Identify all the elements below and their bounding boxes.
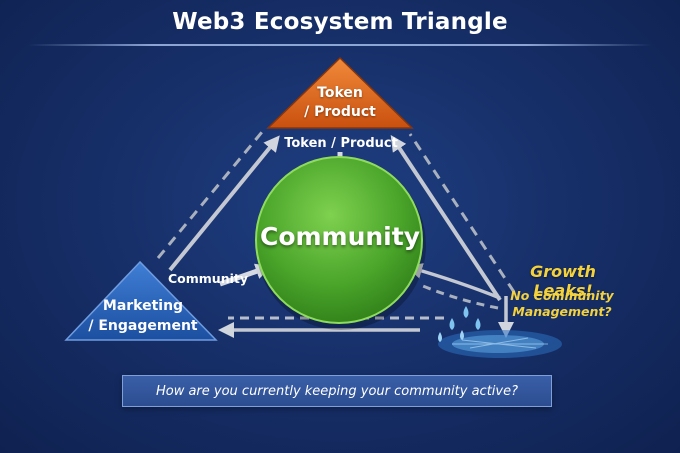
growth-leaks-title: Growth Leaks! (530, 262, 596, 300)
question-banner: How are you currently keeping your commu… (122, 375, 552, 407)
token-node-label: Token / Product (278, 84, 402, 122)
growth-leaks-subtitle: No Community Management? (510, 288, 614, 320)
diagram-title: Web3 Ecosystem Triangle (172, 9, 508, 35)
community-node-label: Community (259, 222, 421, 251)
marketing-triangle (64, 260, 218, 341)
marketing-label-line1: Marketing (102, 298, 184, 314)
edge-right-solid (390, 134, 502, 302)
edge-leak-community-1 (406, 263, 501, 300)
edge-leak-community-2 (417, 282, 499, 310)
community-circle (255, 156, 423, 324)
question-text: How are you currently keeping your commu… (155, 383, 519, 399)
edge-left-dashed (156, 131, 264, 259)
leak-subtitle-line1: No Community (510, 288, 614, 303)
edge-left-solid (168, 135, 280, 272)
water-drop-icon (460, 330, 464, 340)
marketing-label-line2: / Engagement (88, 318, 198, 334)
water-drop-icon (475, 318, 481, 330)
marketing-node-label: Marketing / Engagement (70, 296, 216, 336)
water-drop-icon (449, 318, 455, 330)
title-divider (28, 44, 652, 46)
leak-subtitle-line2: Management? (512, 304, 612, 319)
edge-label-community: Community (168, 271, 249, 286)
token-triangle (266, 56, 414, 129)
token-label-line1: Token (317, 85, 363, 101)
water-drop-icon (438, 332, 442, 342)
edge-right-dashed (408, 133, 516, 293)
water-drop-icon (463, 306, 469, 318)
water-ripples (452, 337, 548, 349)
token-label-line2: / Product (304, 104, 376, 120)
edge-marketing-community (219, 263, 272, 287)
edge-label-token-product: Token / Product (284, 136, 398, 151)
